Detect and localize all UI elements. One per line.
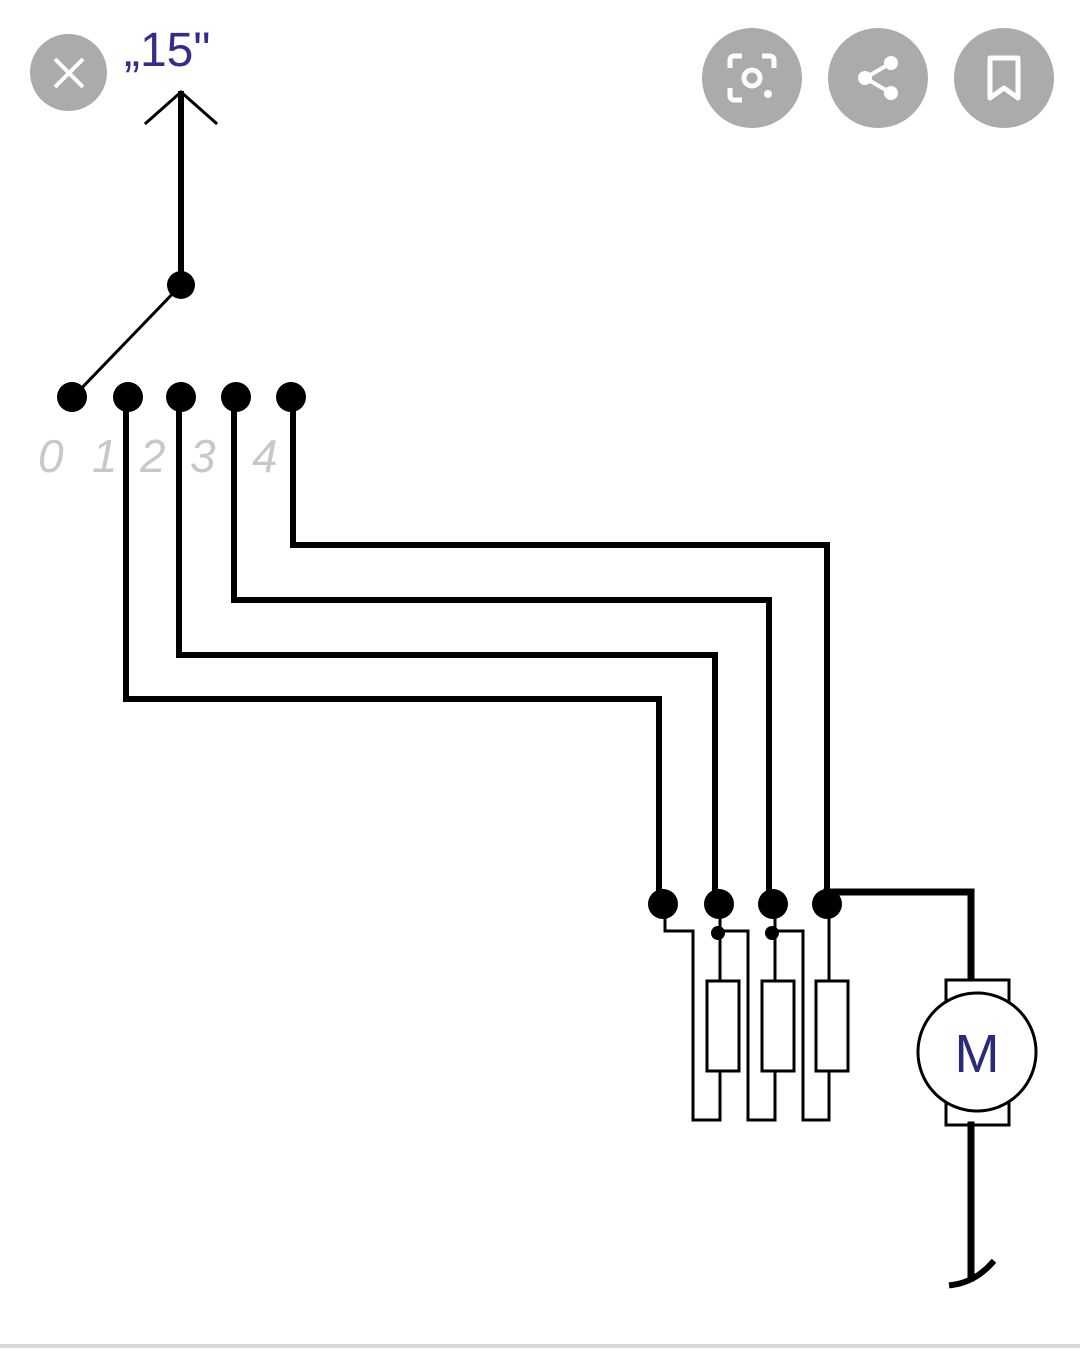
motor-feed-wire: [823, 888, 975, 984]
switch-contact-4: [276, 382, 306, 412]
resistor-ladder-wire: [663, 901, 722, 1122]
share-button[interactable]: [828, 28, 928, 128]
junction-dot-small: [765, 926, 779, 940]
resistor-3: [814, 979, 850, 1073]
supply-label: „15": [124, 24, 210, 77]
resistor-2: [760, 979, 796, 1073]
resistor-1: [705, 979, 741, 1073]
bottom-divider: [0, 1344, 1080, 1348]
lens-search-button[interactable]: [702, 28, 802, 128]
wire-position-3: [231, 394, 772, 906]
junction-dots: [57, 271, 842, 940]
junction-dot: [648, 889, 678, 919]
switch-contact-2: [166, 382, 196, 412]
wire-position-1: [123, 394, 662, 906]
bookmark-icon: [987, 55, 1021, 101]
bookmark-button[interactable]: [954, 28, 1054, 128]
switch-contact-0: [57, 382, 87, 412]
close-icon: [53, 57, 84, 88]
wire-position-4: [290, 394, 830, 906]
position-label-2: 2: [139, 430, 166, 482]
switch-pivot-dot: [167, 271, 195, 299]
motor-symbol: [916, 991, 1038, 1113]
ground-symbol: [948, 1258, 997, 1289]
close-button[interactable]: [30, 34, 107, 111]
position-label-1: 1: [92, 430, 118, 482]
position-label-0: 0: [38, 430, 64, 482]
switch-position-labels: 0 1 2 3 4: [38, 430, 278, 482]
lens-search-icon: [727, 53, 777, 103]
wire-position-2: [176, 394, 718, 906]
junction-dot: [704, 889, 734, 919]
resistor-ladder-wire: [773, 929, 831, 1122]
resistor-ladder-wire: [718, 929, 777, 1122]
switch-contact-1: [113, 382, 143, 412]
position-label-4: 4: [252, 430, 278, 482]
junction-dot: [758, 889, 788, 919]
motor-label: M: [955, 1024, 1000, 1084]
share-icon: [858, 56, 898, 100]
junction-dot-small: [711, 926, 725, 940]
junction-dot: [812, 889, 842, 919]
arrow-head: [143, 89, 219, 126]
switch-lever: [72, 282, 184, 398]
position-label-3: 3: [190, 430, 216, 482]
switch-contact-3: [221, 382, 251, 412]
